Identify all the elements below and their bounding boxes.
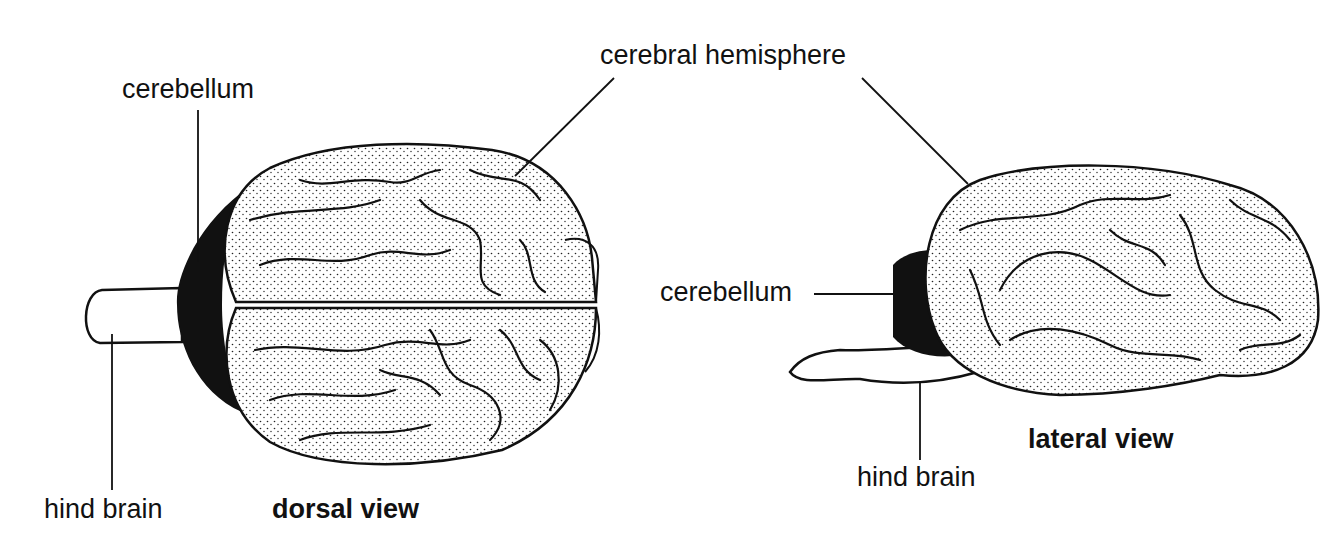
part-label: cerebellum [122, 74, 254, 105]
part-label: hind brain [857, 462, 976, 493]
part-label: hind brain [44, 494, 163, 525]
part-label: cerebellum [660, 277, 792, 308]
view-caption: lateral view [1028, 424, 1174, 455]
part-label: cerebral hemisphere [600, 40, 846, 71]
view-caption: dorsal view [272, 494, 419, 525]
